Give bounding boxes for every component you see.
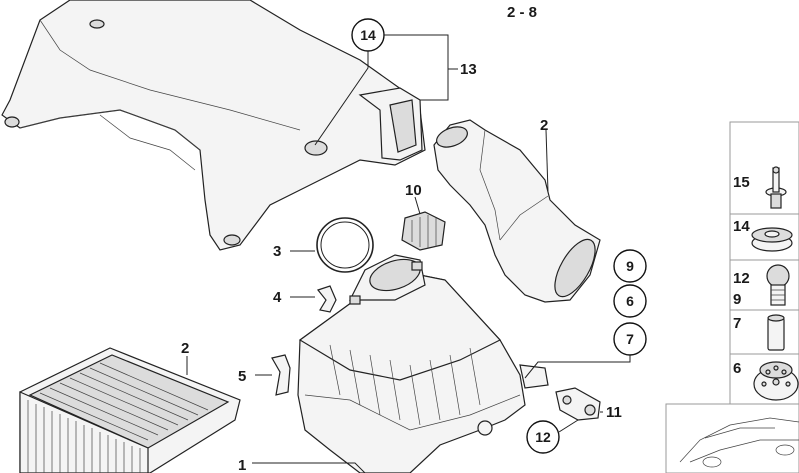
part-14-grommet [751,227,793,252]
car-thumbnail [665,403,799,473]
part-11-bracket [555,387,601,421]
side-label-7: 7 [733,315,741,332]
part-7-sleeve [767,314,785,351]
side-label-14: 14 [733,218,750,235]
label-10: 10 [405,182,422,199]
label-8: 2 [540,117,548,134]
leader-7 [524,355,631,379]
callout-7: 7 [613,322,647,356]
label-2: 2 [181,340,189,357]
part-4-clip [316,285,337,313]
label-13: 13 [460,61,477,78]
label-11: 11 [606,404,622,421]
diagram-reference: 2 - 8 [507,4,537,21]
callout-14: 14 [351,18,385,52]
label-3: 3 [273,243,281,260]
side-label-15: 15 [733,174,750,191]
side-label-6: 6 [733,360,741,377]
part-5-clip [271,354,291,396]
part-12-9-bolt [766,264,790,306]
callout-6: 6 [613,284,647,318]
leader-12 [558,419,579,433]
side-label-9: 9 [733,291,741,308]
label-1: 1 [238,457,246,473]
label-5: 5 [238,368,246,385]
part-10-block [401,211,446,251]
leader-1 [252,462,366,473]
part-15-screw [765,166,787,209]
leader-10 [414,196,421,215]
svg-text:9: 9 [626,258,634,274]
svg-text:7: 7 [626,331,634,347]
intake-boot [433,119,601,303]
label-4: 4 [273,289,282,306]
part-3-gasket [316,217,374,273]
callout-9: 9 [613,249,647,283]
side-label-12: 12 [733,270,750,287]
leader-14 [314,51,369,146]
leader-8 [545,129,549,193]
svg-text:14: 14 [360,27,376,43]
air-filter-housing [297,254,549,473]
part-6-mount [753,361,799,401]
callout-12: 12 [526,420,560,454]
svg-text:6: 6 [626,293,634,309]
intake-duct-cover [1,0,426,251]
leader-13 [384,34,449,101]
svg-text:12: 12 [535,429,551,445]
side-panel: 15 14 12 9 7 [665,121,799,473]
air-filter-element [19,347,241,473]
